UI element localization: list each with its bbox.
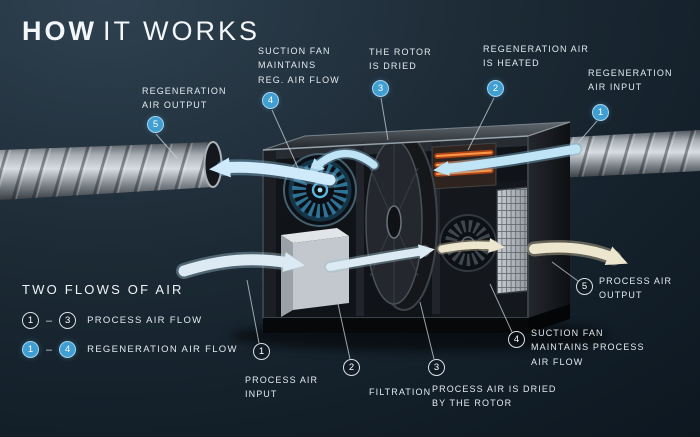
title-word-it-works: IT WORKS	[102, 16, 260, 46]
regen-output-flow-arrow	[209, 157, 338, 188]
badge-regeneration-3: 3	[372, 80, 389, 97]
process-dried-flow-arrow	[436, 237, 505, 255]
flow-arrows	[176, 142, 628, 279]
legend-badge-regen-to: 4	[59, 341, 77, 358]
badge-process-1: 1	[253, 343, 270, 360]
legend-label-regeneration-flow: REGENERATION AIR FLOW	[87, 344, 238, 355]
process-output-flow-arrow	[526, 239, 628, 266]
label-process-air-output: PROCESS AIR OUTPUT	[599, 276, 673, 301]
divider-left	[356, 144, 364, 316]
legend-title: TWO FLOWS OF AIR	[22, 282, 184, 297]
filter-box	[281, 228, 349, 317]
badge-process-4: 4	[508, 331, 525, 348]
title-word-how: HOW	[22, 16, 97, 46]
legend-badge-process-to: 3	[59, 312, 77, 329]
machine-base-side	[528, 304, 570, 333]
badge-process-3: 3	[428, 359, 445, 376]
badge-regeneration-2: 2	[487, 80, 504, 97]
label-filtration: FILTRATION	[369, 387, 432, 397]
label-regeneration-air-heated: REGENERATION AIR IS HEATED	[483, 44, 589, 69]
label-process-air-dried: PROCESS AIR IS DRIED BY THE ROTOR	[432, 384, 557, 409]
label-suction-fan-regeneration: SUCTION FAN MAINTAINS REG. AIR FLOW	[258, 46, 340, 85]
process-input-flow-arrow	[176, 251, 305, 279]
rotor-to-fan-flow-arrow	[307, 148, 380, 175]
label-regeneration-air-output: REGENERATION AIR OUTPUT	[142, 86, 227, 111]
rotor	[365, 136, 438, 311]
machine-base	[263, 318, 528, 333]
legend-dash: –	[46, 314, 53, 327]
badge-process-5: 5	[576, 278, 593, 295]
leader-lines	[155, 97, 598, 360]
label-regeneration-air-input: REGENERATION AIR INPUT	[588, 68, 673, 93]
left-duct	[0, 141, 223, 200]
legend-row-process: 1 – 3 PROCESS AIR FLOW	[22, 312, 238, 329]
label-suction-fan-process: SUCTION FAN MAINTAINS PROCESS AIR FLOW	[531, 328, 645, 367]
process-internal-flow-arrow	[324, 244, 435, 273]
right-duct	[556, 130, 700, 178]
legend-label-process-flow: PROCESS AIR FLOW	[87, 315, 203, 326]
legend-badge-regen-from: 1	[22, 341, 39, 358]
legend: TWO FLOWS OF AIR 1 – 3 PROCESS AIR FLOW …	[22, 282, 238, 370]
badge-regeneration-1: 1	[592, 104, 609, 121]
badge-process-2: 2	[343, 359, 360, 376]
badge-regeneration-4: 4	[262, 92, 279, 109]
legend-badge-process-from: 1	[22, 312, 39, 329]
badge-regeneration-5: 5	[147, 116, 164, 133]
label-process-air-input: PROCESS AIR INPUT	[245, 375, 319, 400]
legend-row-regeneration: 1 – 4 REGENERATION AIR FLOW	[22, 341, 238, 358]
regen-intake-flow-arrow	[433, 142, 583, 176]
machine-side-face	[528, 122, 570, 318]
legend-dash: –	[46, 343, 53, 356]
machine-interior	[263, 136, 528, 318]
label-rotor-is-dried: THE ROTOR IS DRIED	[369, 47, 432, 72]
